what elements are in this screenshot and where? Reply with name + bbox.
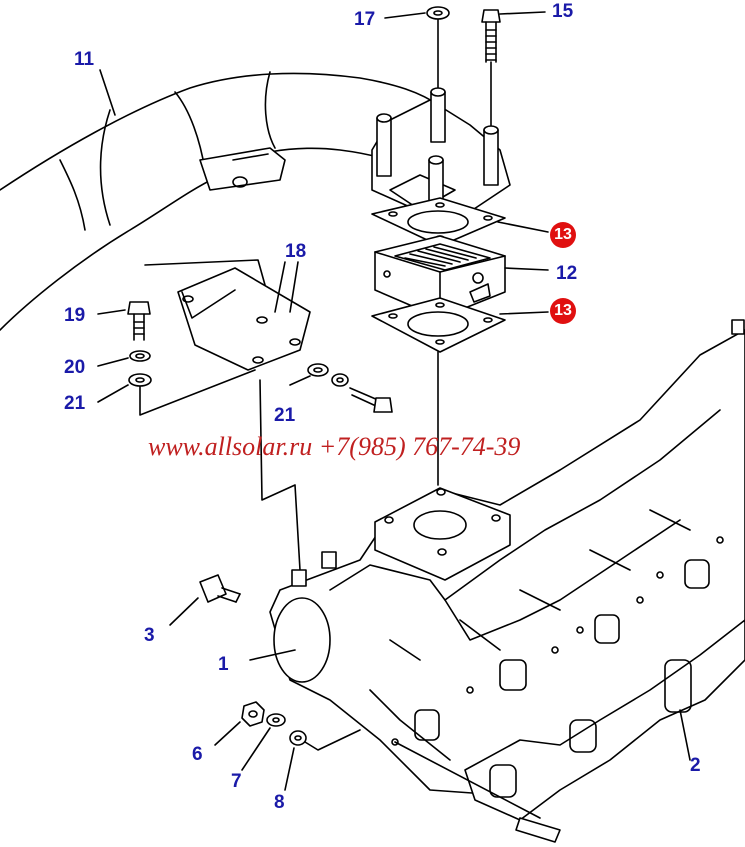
leader-lines: [99, 69, 299, 313]
parts-6-7-8-fasteners: [214, 701, 361, 791]
callout-1: 1: [218, 654, 229, 675]
watermark-text: www.allsolar.ru +7(985) 767-74-39: [148, 432, 521, 461]
part-13-upper-gasket: [371, 197, 549, 247]
parts-19-20-21-left: [97, 301, 256, 416]
part-13-lower-gasket: [371, 297, 549, 486]
callout-6: 6: [192, 744, 203, 765]
callout-13-upper: 13: [550, 222, 576, 248]
callout-18: 18: [285, 241, 307, 262]
callout-3: 3: [144, 625, 155, 646]
part-18-bracket: [144, 259, 311, 371]
callout-19: 19: [64, 305, 86, 326]
callout-15: 15: [552, 1, 574, 22]
callout-11: 11: [74, 49, 95, 70]
callout-21-right: 21: [274, 405, 296, 426]
part-3-stud: [169, 574, 241, 626]
callout-12: 12: [556, 263, 578, 284]
callout-8: 8: [274, 792, 285, 813]
parts-21-bolt-right: [259, 363, 393, 571]
callout-7: 7: [231, 771, 242, 792]
callout-20: 20: [64, 357, 86, 378]
callout-13-lower: 13: [550, 298, 576, 324]
part-12-heater-block: [374, 235, 549, 319]
part-2-manifold-gasket: [464, 619, 745, 821]
callout-17: 17: [354, 9, 376, 30]
long-stud: [391, 738, 561, 843]
part-17-washer: [384, 6, 450, 91]
callout-21-left: 21: [64, 393, 86, 414]
part-15-bolt: [481, 9, 546, 126]
part-1-intake-manifold: [249, 319, 745, 796]
callout-2: 2: [690, 755, 701, 776]
